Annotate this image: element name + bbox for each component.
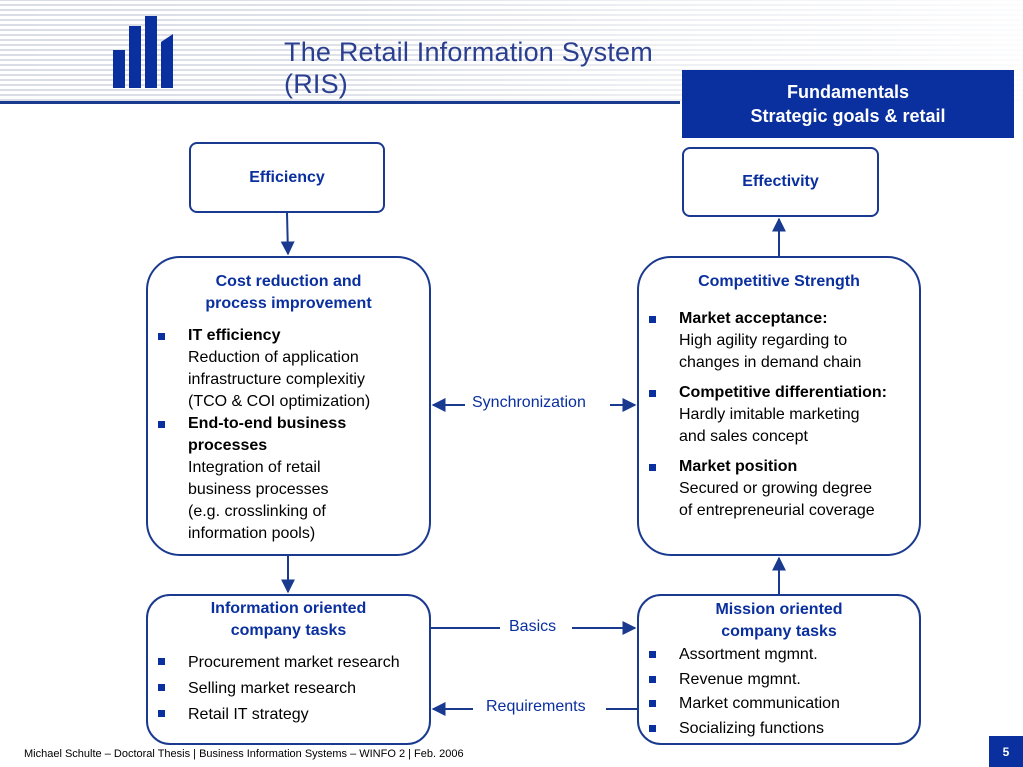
list-item: Market position Secured or growing degre…: [639, 456, 919, 522]
cost-reduction-title: Cost reduction and process improvement: [148, 271, 429, 315]
list-item: IT efficiency Reduction of application i…: [148, 325, 429, 413]
list-item: Competitive differentiation: Hardly imit…: [639, 382, 919, 448]
item-text: Reduction of application: [188, 349, 359, 366]
fundamentals-line-2: Strategic goals & retail: [750, 106, 946, 126]
list-item: Revenue mgmnt.: [639, 668, 919, 693]
mission-tasks-box: Mission oriented company tasks Assortmen…: [637, 594, 921, 745]
synchronization-label: Synchronization: [472, 394, 586, 411]
efficiency-to-cost-arrow: [280, 212, 295, 256]
efficiency-label: Efficiency: [249, 168, 325, 186]
item-heading: processes: [188, 437, 268, 454]
efficiency-box: Efficiency: [189, 142, 385, 213]
item-heading: Market acceptance:: [679, 310, 828, 327]
item-text: of entrepreneurial coverage: [679, 502, 875, 519]
fundamentals-line-1: Fundamentals: [786, 82, 910, 102]
fundamentals-banner: Fundamentals Strategic goals & retail: [682, 70, 1014, 138]
competitive-strength-list: Market acceptance: High agility regardin…: [639, 308, 919, 522]
item-text: (TCO & COI optimization): [188, 393, 371, 410]
info-title-line-1: Information oriented: [210, 600, 367, 617]
cost-reduction-list: IT efficiency Reduction of application i…: [148, 325, 429, 545]
cost-reduction-box: Cost reduction and process improvement I…: [146, 256, 431, 556]
list-item: Selling market research: [148, 676, 429, 702]
list-item: Market acceptance: High agility regardin…: [639, 308, 919, 374]
cost-title-line-2: process improvement: [205, 295, 372, 312]
list-item: Market communication: [639, 692, 919, 717]
page-title: The Retail Information System (RIS): [284, 36, 684, 100]
item-text: High agility regarding to: [679, 332, 848, 349]
page-number: 5: [989, 736, 1023, 767]
info-title-line-2: company tasks: [230, 622, 347, 639]
effectivity-box: Effectivity: [682, 147, 879, 217]
basics-label: Basics: [509, 618, 557, 635]
item-text: and sales concept: [679, 428, 808, 445]
mission-title-line-1: Mission oriented: [715, 601, 843, 618]
item-text: information pools): [188, 525, 316, 542]
cost-title-line-1: Cost reduction and: [215, 273, 362, 290]
item-text: (e.g. crosslinking of: [188, 503, 326, 520]
item-heading: Competitive differentiation:: [679, 384, 888, 401]
footer-text: Michael Schulte – Doctoral Thesis | Busi…: [24, 748, 464, 760]
effectivity-label: Effectivity: [742, 173, 819, 190]
item-text: changes in demand chain: [679, 354, 862, 371]
item-text: Hardly imitable marketing: [679, 406, 860, 423]
list-item: Procurement market research: [148, 650, 429, 676]
item-text: infrastructure complexitiy: [188, 371, 365, 388]
mission-title-line-2: company tasks: [721, 623, 837, 640]
list-item: End-to-end business processes Integratio…: [148, 413, 429, 545]
information-tasks-list: Procurement market research Selling mark…: [148, 650, 429, 728]
item-heading: End-to-end business: [188, 415, 347, 432]
competitive-strength-title: Competitive Strength: [698, 273, 860, 290]
mission-tasks-list: Assortment mgmnt. Revenue mgmnt. Market …: [639, 643, 919, 741]
requirements-label: Requirements: [486, 698, 586, 715]
item-text: business processes: [188, 481, 329, 498]
competitive-strength-box: Competitive Strength Market acceptance: …: [637, 256, 921, 556]
information-tasks-box: Information oriented company tasks Procu…: [146, 594, 431, 745]
information-tasks-title: Information oriented company tasks: [148, 598, 429, 642]
list-item: Socializing functions: [639, 717, 919, 742]
title-line-1: The Retail Information System: [284, 37, 653, 67]
item-text: Secured or growing degree: [679, 480, 873, 497]
list-item: Assortment mgmnt.: [639, 643, 919, 668]
list-item: Retail IT strategy: [148, 702, 429, 728]
university-logo: [113, 16, 173, 88]
mission-tasks-title: Mission oriented company tasks: [639, 599, 919, 643]
item-heading: IT efficiency: [188, 327, 281, 344]
header-underline: [0, 101, 680, 104]
title-line-2: (RIS): [284, 69, 348, 99]
item-text: Integration of retail: [188, 459, 321, 476]
item-heading: Market position: [679, 458, 798, 475]
